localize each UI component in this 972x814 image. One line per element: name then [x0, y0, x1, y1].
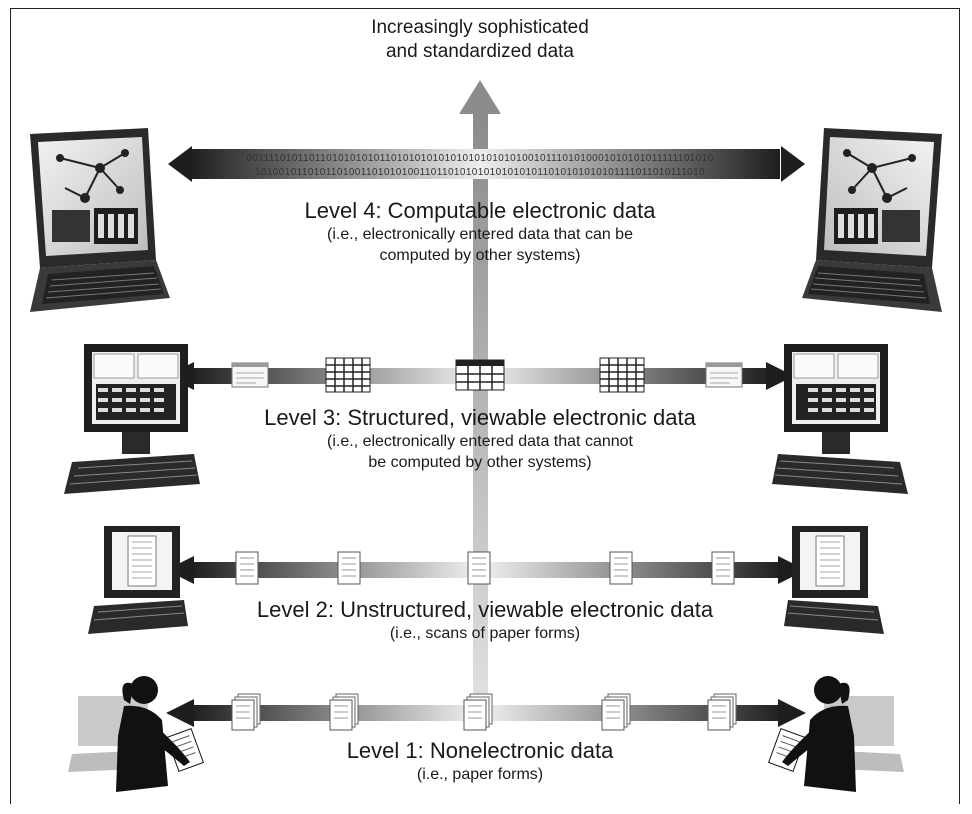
document-icon	[707, 693, 737, 731]
document-icon	[609, 551, 633, 585]
level2-label: Level 2: Unstructured, viewable electron…	[190, 597, 780, 644]
document-icon	[463, 693, 493, 731]
person-with-clipboard-icon	[767, 676, 904, 792]
level3-note-1: (i.e., electronically entered data that …	[327, 433, 633, 450]
top-arrow-line-2: and standardized data	[385, 41, 575, 62]
spreadsheet-icon	[455, 359, 505, 391]
binary-row-2: 1010010110101101001101010100110110101010…	[255, 167, 705, 178]
laptop-icon	[30, 128, 170, 312]
laptop-icon	[802, 128, 942, 312]
desktop-computer-icon	[64, 344, 200, 494]
level2-note-1: (i.e., scans of paper forms)	[389, 625, 581, 642]
spreadsheet-icon	[325, 357, 371, 393]
level4-arrow: 0011110101101101010101011010101010101010…	[168, 146, 805, 182]
web-form-icon	[705, 362, 743, 388]
level3-label: Level 3: Structured, viewable electronic…	[200, 405, 760, 473]
document-icon	[601, 693, 631, 731]
desktop-computer-icon	[772, 344, 908, 494]
level2-title: Level 2: Unstructured, viewable electron…	[256, 597, 714, 622]
document-icon	[337, 551, 361, 585]
document-icon	[711, 551, 735, 585]
document-icon	[329, 693, 359, 731]
person-with-clipboard-icon	[68, 676, 205, 792]
level4-note-1: (i.e., electronically entered data that …	[327, 226, 633, 243]
level3-title: Level 3: Structured, viewable electronic…	[264, 405, 696, 430]
web-form-icon	[231, 362, 269, 388]
level2-arrows	[166, 556, 806, 584]
spreadsheet-icon	[599, 357, 645, 393]
crt-monitor-icon	[784, 526, 884, 634]
document-icon	[467, 551, 491, 585]
document-icon	[231, 693, 261, 731]
level4-label: Level 4: Computable electronic data (i.e…	[230, 198, 730, 266]
level3-note-2: be computed by other systems)	[368, 454, 592, 471]
top-arrow-line-1: Increasingly sophisticated	[371, 17, 589, 38]
top-arrow-caption: Increasingly sophisticated and standardi…	[306, 16, 654, 64]
level4-note-2: computed by other systems)	[379, 247, 581, 264]
diagram-frame	[10, 8, 960, 804]
binary-row-1: 0011110101101101010101011010101010101010…	[246, 153, 713, 164]
level1-label: Level 1: Nonelectronic data (i.e., paper…	[260, 738, 700, 785]
crt-monitor-icon	[88, 526, 188, 634]
level1-note-1: (i.e., paper forms)	[416, 766, 544, 783]
document-icon	[235, 551, 259, 585]
level1-title: Level 1: Nonelectronic data	[346, 738, 614, 763]
level4-title: Level 4: Computable electronic data	[304, 198, 656, 223]
